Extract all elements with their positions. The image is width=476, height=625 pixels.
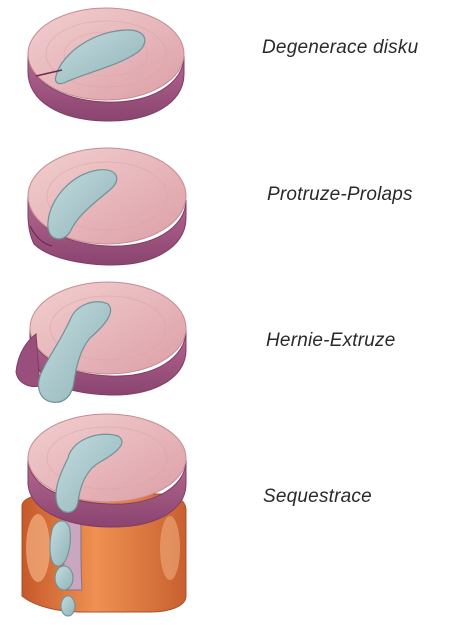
disc-stage-2 [28, 148, 186, 265]
stage-label-4: Sequestrace [263, 486, 372, 508]
stage-label-3: Hernie-Extruze [266, 330, 396, 352]
stage-label-1: Degenerace disku [262, 37, 418, 59]
sequestered-fragment [61, 596, 75, 616]
disc-stage-4 [22, 414, 186, 616]
sequestered-fragment [55, 566, 73, 590]
disc-stage-1 [28, 8, 184, 121]
disc-stage-3 [16, 282, 186, 402]
stage-label-2: Protruze-Prolaps [267, 184, 413, 206]
